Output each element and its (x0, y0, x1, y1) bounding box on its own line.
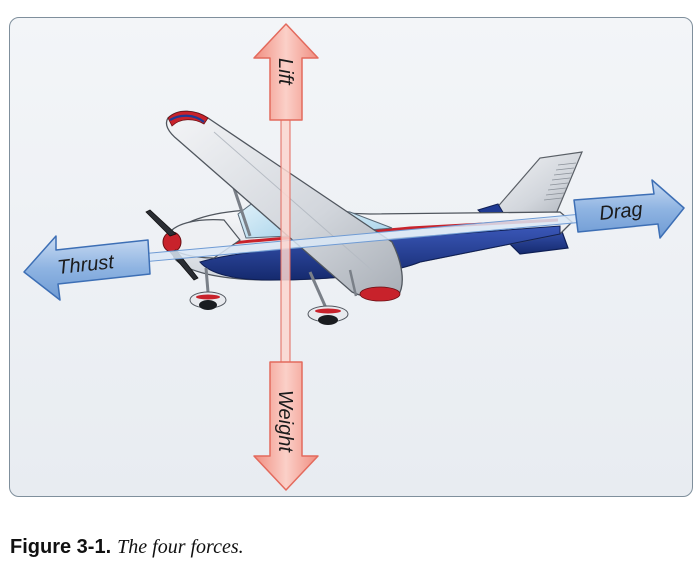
figure-caption: Figure 3-1.The four forces. (10, 536, 244, 559)
caption-text: The four forces. (117, 536, 244, 558)
landing-gear-main (307, 269, 358, 325)
vertical-axis-tube (280, 117, 291, 369)
lift-label: Lift (274, 58, 296, 86)
caption-label: Figure 3-1. (10, 536, 112, 558)
four-forces-diagram: Thrust Drag Lift Weight (23, 23, 685, 491)
tail-fin-grille (543, 162, 577, 201)
wing-tip-right (359, 286, 401, 302)
lift-arrow: Lift (253, 23, 319, 121)
weight-label: Weight (274, 390, 296, 453)
propeller-blade-upper (145, 209, 177, 237)
drag-label: Drag (598, 199, 643, 225)
weight-arrow: Weight (253, 361, 319, 491)
wing-strut (230, 181, 252, 237)
vertical-stabilizer (486, 151, 583, 219)
drag-arrow: Drag (573, 179, 685, 239)
landing-gear-nose (189, 267, 227, 310)
airplane (145, 110, 583, 325)
wing-tip-left (167, 110, 209, 127)
thrust-arrow: Thrust (23, 235, 151, 301)
